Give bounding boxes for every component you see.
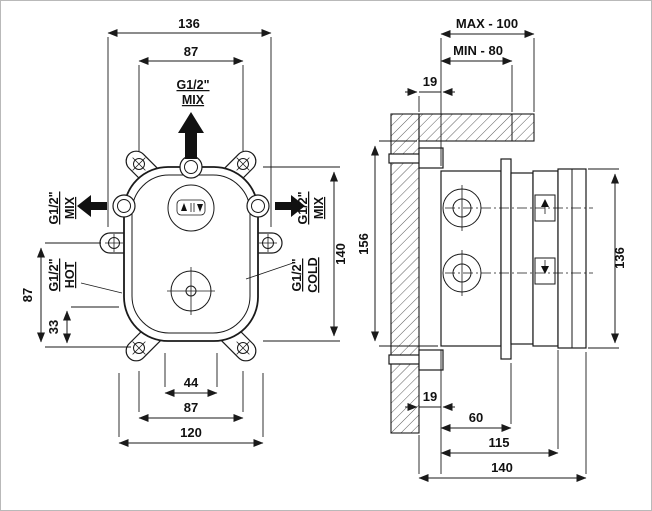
port-label-cold: G1/2" COLD — [245, 257, 320, 293]
dim-depth-max: MAX - 100 — [440, 16, 535, 166]
dim-label: MAX - 100 — [456, 16, 518, 31]
port-size-label: G1/2" — [176, 78, 209, 92]
dim-body-depth: 60 — [440, 363, 512, 432]
port-boss-right — [246, 194, 270, 218]
flow-arrow-icon — [541, 266, 549, 274]
dim-label: 19 — [423, 389, 437, 404]
flow-arrow-right-icon — [275, 195, 305, 217]
port-boss-left — [112, 194, 136, 218]
port-boss-top — [179, 155, 203, 179]
cartridge-circle — [167, 184, 215, 232]
dim-left-height: 87 — [20, 242, 131, 348]
port-size-label: G1/2" — [296, 191, 310, 224]
side-view: MAX - 100 MIN - 80 19 156 13 — [356, 16, 627, 482]
dim-top-ports-width: 87 — [138, 44, 244, 151]
dim-label: 87 — [184, 44, 198, 59]
dim-mid-depth: 115 — [440, 350, 559, 457]
dim-depth-min: MIN - 80 — [440, 43, 513, 112]
port-size-label: G1/2" — [47, 191, 61, 224]
port-name-label: MIX — [63, 196, 77, 219]
dim-label: 140 — [491, 460, 513, 475]
dim-label: 140 — [333, 243, 348, 265]
dim-overall-width: 136 — [107, 16, 272, 227]
dim-label: 156 — [356, 233, 371, 255]
dim-label: 115 — [489, 435, 510, 450]
dim-label: 44 — [184, 375, 199, 390]
port-size-label: G1/2" — [47, 258, 61, 291]
dim-label: 136 — [178, 16, 200, 31]
dim-body-height: 156 — [356, 140, 438, 347]
body-profile — [440, 170, 502, 347]
port-size-label: G1/2" — [290, 258, 304, 291]
fixing-bracket-bottom — [388, 349, 444, 371]
flow-arrow-left-icon — [77, 195, 107, 217]
cartridge-marking — [176, 199, 206, 216]
dim-label: 33 — [46, 320, 61, 334]
dim-total-depth: 140 — [418, 352, 587, 482]
dim-bottom-ports-width: 87 — [138, 371, 244, 422]
dim-bottom-offset: 33 — [46, 306, 119, 344]
leader-line — [245, 262, 294, 280]
finished-wall-section — [418, 113, 535, 142]
port-name-label: HOT — [63, 261, 77, 288]
cartridge-housing — [510, 172, 534, 345]
dim-right-height: 140 — [263, 166, 348, 342]
port-name-label: MIX — [312, 196, 326, 219]
port-label-top-mix: G1/2" MIX — [176, 78, 209, 107]
port-label-hot: G1/2" HOT — [47, 258, 123, 294]
volume-control-circle — [167, 267, 215, 315]
wall-stud-section — [390, 113, 420, 434]
dim-label: MIN - 80 — [453, 43, 503, 58]
port-name-label: MIX — [182, 93, 205, 107]
dim-bottom-inner-width: 44 — [164, 353, 218, 397]
port-name-label: COLD — [306, 257, 320, 292]
dim-label: 136 — [612, 247, 627, 269]
flow-marking-bottom — [534, 257, 556, 285]
dim-label: 87 — [20, 288, 35, 302]
flange-plate — [500, 158, 512, 360]
flow-arrow-icon — [541, 199, 549, 207]
front-view: 136 87 G1/2" MIX G1/2" MIX G1/2" MIX G1/… — [20, 16, 348, 447]
port-label-right-mix: G1/2" MIX — [296, 191, 326, 224]
fixing-bracket-top — [388, 147, 444, 169]
dim-label: 120 — [180, 425, 202, 440]
dim-guard-height: 136 — [588, 168, 627, 349]
dim-top-inset: 19 — [405, 74, 455, 112]
flow-arrow-up-icon — [178, 112, 204, 159]
leader-line — [80, 282, 123, 294]
dim-label: 87 — [184, 400, 198, 415]
dim-label: 19 — [423, 74, 437, 89]
dim-label: 60 — [469, 410, 483, 425]
port-label-left-mix: G1/2" MIX — [47, 191, 77, 224]
dim-bottom-width: 120 — [118, 373, 264, 447]
